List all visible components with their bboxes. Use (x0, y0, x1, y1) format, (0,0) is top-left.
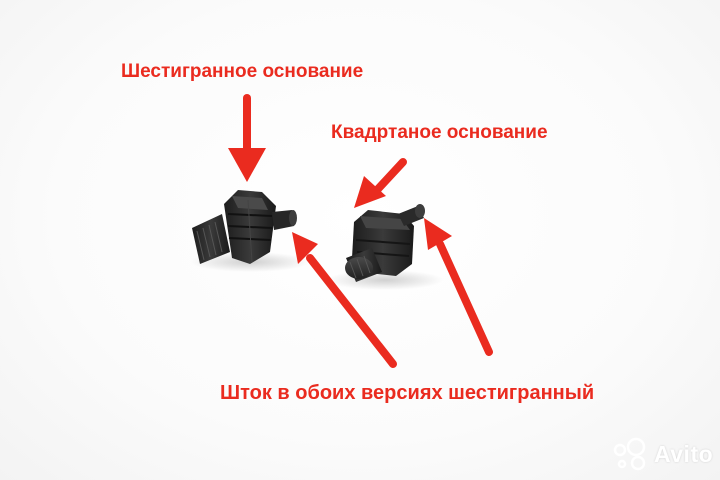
avito-watermark: Avito (608, 437, 714, 471)
avito-logo-icon (613, 437, 646, 471)
arrow-square-base (354, 158, 407, 208)
hex-base-label: Шестигранное основание (121, 61, 364, 82)
avito-wordmark: Avito (654, 441, 714, 467)
stem-label: Шток в обоих версиях шестигранный (220, 382, 595, 404)
hex-base-part (190, 190, 310, 272)
arrow-stem-right (424, 218, 493, 356)
arrow-stem-left (292, 232, 397, 368)
arrow-hex-base (228, 94, 266, 182)
square-base-label: Квадртаное основание (331, 122, 548, 143)
square-base-part (327, 204, 443, 290)
